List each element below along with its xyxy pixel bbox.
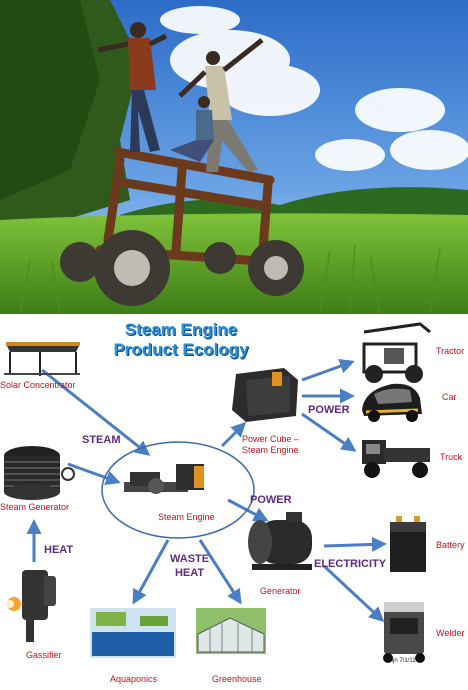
title-line-1: Steam Engine <box>124 320 238 339</box>
tractor-icon <box>362 322 431 383</box>
label-power-cube-line-2: Steam Engine <box>242 445 299 455</box>
arrow-solar-to-engine <box>41 368 151 456</box>
label-steam-engine: Steam Engine <box>158 512 215 522</box>
label-truck: Truck <box>440 452 463 462</box>
label-steam-generator: Steam Generator <box>0 502 70 512</box>
label-greenhouse: Greenhouse <box>212 674 262 684</box>
label-power-cube-line-1: Power Cube – <box>242 434 300 444</box>
label-car: Car <box>442 392 457 402</box>
flow-label-waste-heat-line-1: WASTE <box>170 553 210 565</box>
flow-label-steam: STEAM <box>82 434 121 446</box>
flow-label-waste-heat-line-2: HEAT <box>174 567 205 579</box>
label-aquaponics: Aquaponics <box>110 674 158 684</box>
arrow-engine-to-powercube <box>220 421 247 448</box>
flow-label-heat: HEAT <box>44 544 74 556</box>
diagram-title: Steam Engine Product Ecology <box>96 320 266 360</box>
label-generator: Generator <box>260 586 301 596</box>
car-icon <box>362 383 422 422</box>
arrow-steamgen-to-engine <box>67 462 121 485</box>
title-line-2: Product Ecology <box>113 340 249 359</box>
arrow-generator-to-welder <box>322 564 385 623</box>
power-cube-icon <box>232 368 298 422</box>
steam-engine-ellipse <box>101 441 255 539</box>
team-photo <box>0 0 468 314</box>
battery-icon <box>390 516 426 572</box>
truck-icon <box>362 440 430 478</box>
steam-engine-icon <box>124 464 204 494</box>
gassifier-icon <box>6 570 56 642</box>
label-welder: Welder <box>436 628 465 638</box>
aquaponics-photo <box>90 608 176 658</box>
generator-icon <box>248 512 312 570</box>
author-credit: mjn 7/1/11 <box>388 658 416 664</box>
arrow-powercube-to-truck <box>301 412 357 452</box>
arrow-engine-to-greenhouse <box>198 539 242 605</box>
label-tractor: Tractor <box>436 346 465 356</box>
diagram-graphics <box>4 322 431 663</box>
arrow-engine-to-aquaponics <box>132 539 170 605</box>
label-gassifier: Gassifier <box>26 650 62 660</box>
solar-concentrator-icon <box>4 342 80 376</box>
greenhouse-photo <box>196 608 266 654</box>
label-battery: Battery <box>436 540 465 550</box>
label-solar-concentrator: Solar Concentrator <box>0 380 76 390</box>
steam-engine-ecology-diagram: Steam Engine Product Ecology <box>0 314 468 690</box>
steam-generator-icon <box>4 446 75 500</box>
flow-label-power-top: POWER <box>308 404 350 416</box>
welder-icon <box>383 602 425 663</box>
flow-label-electricity: ELECTRICITY <box>314 558 387 570</box>
flow-label-waste-heat: WASTE HEAT <box>170 552 209 580</box>
label-power-cube: Power Cube – Steam Engine <box>242 434 299 456</box>
arrow-powercube-to-tractor <box>301 359 355 382</box>
arrow-generator-to-battery <box>323 536 387 552</box>
flow-label-power-mid: POWER <box>250 494 292 506</box>
